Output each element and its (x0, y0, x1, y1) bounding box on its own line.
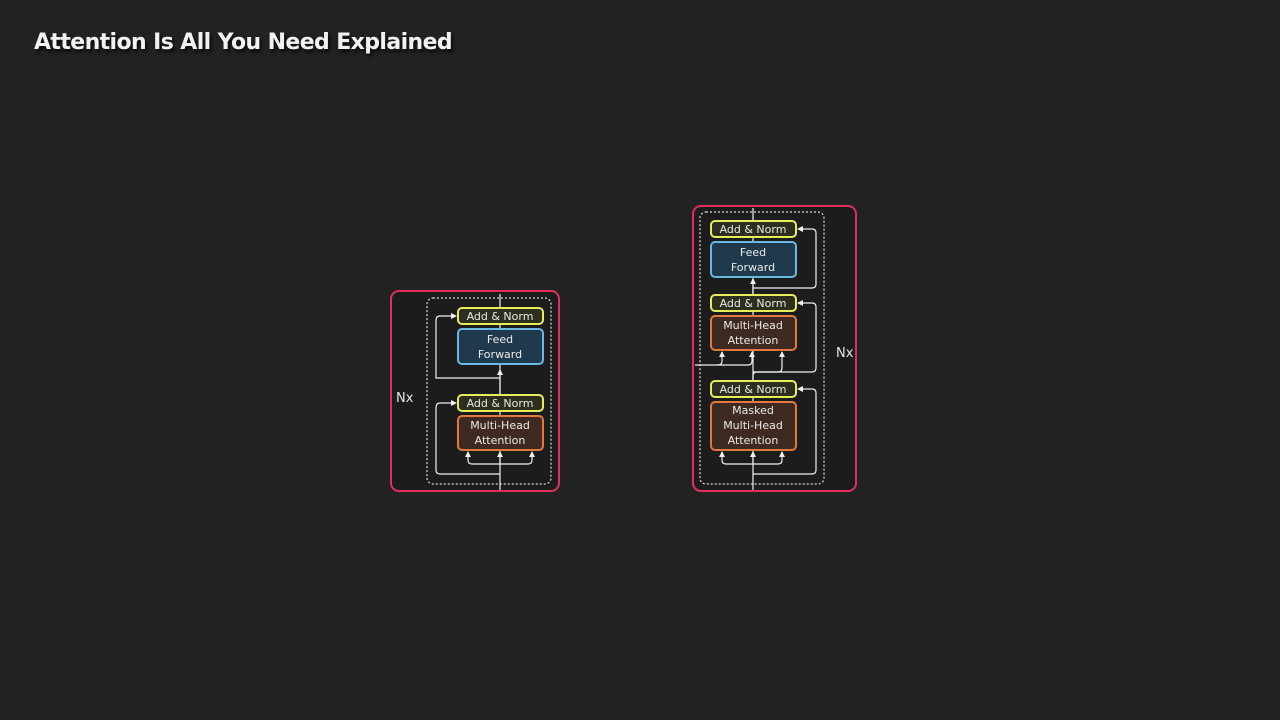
svg-text:Multi-Head: Multi-Head (470, 419, 530, 432)
decoder-add-norm-3: Add & Norm (710, 220, 797, 238)
encoder-stack: Add & Norm Feed Forward Add & Norm Multi… (390, 290, 560, 492)
encoder-layer-dotted-frame (426, 297, 552, 485)
svg-text:Feed: Feed (740, 246, 766, 259)
encoder-nx-label: Nx (396, 391, 414, 406)
decoder-add-norm-1: Add & Norm (710, 380, 797, 398)
svg-text:Attention: Attention (728, 434, 779, 447)
encoder-feed-forward: Feed Forward (457, 328, 544, 365)
svg-text:Forward: Forward (478, 348, 522, 361)
svg-text:Add & Norm: Add & Norm (720, 297, 787, 310)
decoder-layer-dotted-frame (699, 211, 825, 485)
svg-text:Add & Norm: Add & Norm (720, 383, 787, 396)
svg-text:Add & Norm: Add & Norm (720, 223, 787, 236)
svg-text:Forward: Forward (731, 261, 775, 274)
encoder-add-norm-2: Add & Norm (457, 307, 544, 325)
svg-text:Attention: Attention (475, 434, 526, 447)
svg-text:Feed: Feed (487, 333, 513, 346)
decoder-nx-label: Nx (836, 346, 854, 361)
decoder-masked-multi-head-attention: Masked Multi-Head Attention (710, 401, 797, 451)
decoder-feed-forward: Feed Forward (710, 241, 797, 278)
svg-text:Masked: Masked (732, 404, 774, 417)
svg-text:Attention: Attention (728, 334, 779, 347)
encoder-add-norm-1: Add & Norm (457, 394, 544, 412)
svg-text:Add & Norm: Add & Norm (467, 310, 534, 323)
svg-text:Multi-Head: Multi-Head (723, 319, 783, 332)
encoder-multi-head-attention: Multi-Head Attention (457, 415, 544, 451)
svg-text:Add & Norm: Add & Norm (467, 397, 534, 410)
slide-title: Attention Is All You Need Explained (34, 30, 453, 55)
decoder-multi-head-attention: Multi-Head Attention (710, 315, 797, 351)
decoder-add-norm-2: Add & Norm (710, 294, 797, 312)
svg-text:Multi-Head: Multi-Head (723, 419, 783, 432)
decoder-stack: Add & Norm Feed Forward Add & Norm Multi… (692, 205, 857, 492)
